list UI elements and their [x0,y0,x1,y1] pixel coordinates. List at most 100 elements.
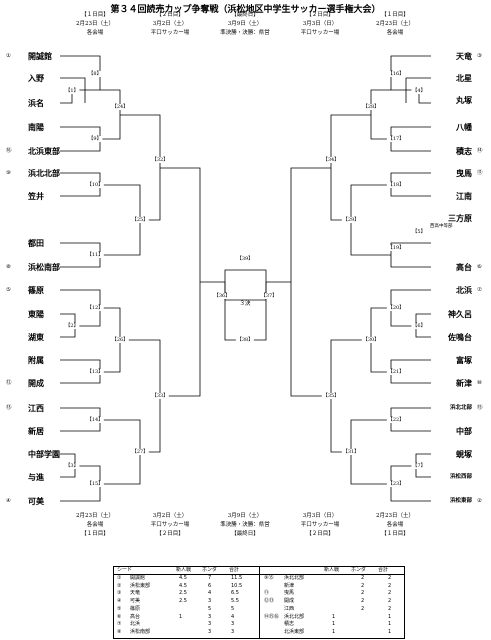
seed-row-t: 1 [388,621,392,628]
footer-venue: 平口サッカー場 [300,522,340,528]
match-number: 【14】 [85,417,105,423]
team-seed: ⑩ [477,380,482,386]
team-subname: 西高中等部 [430,224,453,229]
seed-row-b: 3 [208,598,212,605]
bracket-line [224,269,267,300]
match-number: 【24】 [110,104,130,110]
match-number: 【32】 [150,157,170,163]
match-number: 【30】 [361,337,381,343]
team-name: 南陽 [28,122,44,132]
header-day: 【最終日】 [231,12,259,18]
seed-row-b: 3 [208,613,212,620]
seed-table-col-a: 新人戦 [176,567,192,573]
seed-row-seed: ⑨⑮ [264,575,274,581]
match-number: 【15】 [85,481,105,487]
match-number: 【6】 [411,323,427,329]
footer-day: 【２日目】 [306,531,334,537]
seed-row-t: 10.5 [231,582,243,589]
header-venue: 準決勝・決勝：県営 [220,30,270,36]
seed-row-seed: ⑦ [117,621,122,628]
header-venue: 各会場 [386,30,404,36]
seed-row-seed: ⑭⑮⑯ [264,613,280,620]
header-day: 【１日目】 [81,12,109,18]
match-number: 【28】 [361,104,381,110]
seed-row-a: 2.5 [179,590,187,597]
seed-row-seed: ⑧ [117,628,122,635]
team-name: 北浜東部 [28,146,60,156]
team-name: 江西 [28,403,44,413]
header-date: 3月2日（土） [152,21,188,27]
seed-table-col-b2: ホンダ [351,567,367,573]
bracket-line [120,114,161,221]
match-number: 【23】 [386,481,406,487]
seed-row-team: 新津 [284,582,295,589]
page-title: 第３４回読売カップ争奪戦（浜松地区中学生サッカー選手権大会） [110,5,381,15]
seed-row-t: 2 [388,598,392,605]
header-day: 【２日目】 [306,12,334,18]
match-number: 【17】 [386,136,406,142]
seed-row-b: 7 [208,575,212,581]
team-name: 新居 [28,426,44,436]
seed-row-t: 2 [388,590,392,597]
team-name: 神久呂 [448,309,472,319]
team-name: 積志 [456,146,472,156]
seed-row-team: 積志 [284,621,295,628]
team-seed: ⑥ [477,264,482,270]
match-number: 【10】 [85,182,105,188]
match-number: 【13】 [85,369,105,375]
match-number: 【27】 [130,449,150,455]
header-date: 3月3日（日） [302,21,338,27]
match-number: 【9】 [87,136,103,142]
header-date: 2月23日（土） [376,21,414,27]
seed-row-seed: ① [117,575,122,581]
team-name: 曳馬 [456,168,472,178]
seed-row-a: 1 [332,621,336,628]
match-number: 【33】 [150,393,170,399]
team-name: 篠原 [28,285,44,295]
seed-row-b: 2 [361,575,365,581]
seed-row-seed: ③ [117,590,122,597]
team-name: 北星 [456,73,472,83]
seed-row-a: 4.5 [179,575,187,581]
team-name: 高台 [456,262,472,272]
match-number: 【11】 [85,252,105,258]
match-number: 【1】 [64,88,80,94]
footer-day: 【１日目】 [381,531,409,537]
match-number: 【36】 [212,293,232,299]
header-venue: 各会場 [86,30,104,36]
seed-row-team: 北浜東部 [284,628,305,635]
match-number: 【29】 [341,217,361,223]
footer-venue: 平口サッカー場 [150,522,190,528]
seed-row-t: 4 [231,613,235,620]
seed-row-seed: ② [117,582,122,589]
match-number: 【35】 [321,393,341,399]
footer-date: 3月3日（日） [302,513,338,519]
bracket-line [405,77,431,103]
footer-day: 【２日目】 [156,531,184,537]
bracket-line [290,167,331,397]
seed-row-team: 浜松南部 [130,628,151,635]
team-seed: ⑤ [6,287,11,293]
team-name: 湖東 [28,332,44,342]
seed-row-a: 1 [332,628,336,635]
footer-venue: 準決勝・決勝：県営 [220,522,270,528]
team-name: 中部 [456,426,472,436]
match-number: 【7】 [411,463,427,469]
seed-row-b: 4 [208,590,212,597]
team-name: 三方原 [448,213,472,223]
team-seed: ② [477,498,482,504]
header-venue: 平口サッカー場 [150,30,190,36]
bracket-line [60,77,86,103]
seed-row-t: 5 [231,605,235,612]
team-seed: ① [6,53,11,59]
header-day: 【２日目】 [156,12,184,18]
seed-row-b: 3 [208,628,212,635]
seed-row-team: 曳馬 [284,590,295,597]
seed-row-team: 高台 [130,613,141,620]
seed-row-seed: ⑪ [264,590,270,597]
match-number: 【12】 [85,305,105,311]
team-name: 八幡 [456,122,472,132]
team-seed: ⑧ [6,264,11,270]
